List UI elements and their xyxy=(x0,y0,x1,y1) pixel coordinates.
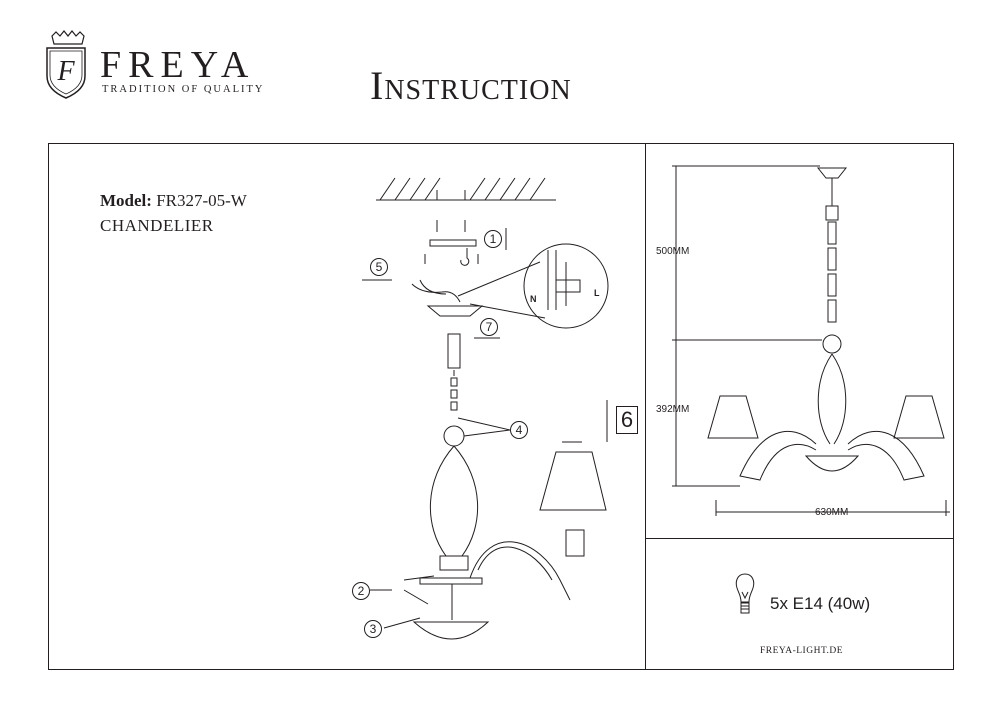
step-callout-2: 2 xyxy=(352,582,370,600)
bowl-icon xyxy=(804,455,860,472)
rod-icon xyxy=(447,333,461,369)
product-type: CHANDELIER xyxy=(100,216,214,235)
vertical-divider xyxy=(645,143,646,670)
dimension-height-bottom: 392MM xyxy=(656,404,690,415)
chandelier-body-icon xyxy=(430,445,478,557)
step-callout-5: 5 xyxy=(370,258,388,276)
brand-logo-letter: F xyxy=(56,56,75,87)
bulb-spec: 5x E14 (40w) xyxy=(770,594,871,613)
shade-icon xyxy=(539,451,607,511)
dimension-width: 630MM xyxy=(815,507,849,518)
horizontal-divider xyxy=(645,538,954,539)
step-callout-7: 7 xyxy=(480,318,498,336)
chain-icon xyxy=(827,221,837,323)
website-url: FREYA-LIGHT.DE xyxy=(760,646,844,656)
left-shade-icon xyxy=(707,395,759,439)
wiring-neutral-label: N xyxy=(530,294,537,304)
canopy-icon xyxy=(426,305,484,317)
model-code: FR327-05-W xyxy=(156,191,247,210)
light-bulb-icon xyxy=(735,573,755,614)
wiring-detail-icon xyxy=(523,243,609,329)
chandelier-body-icon xyxy=(817,353,847,445)
right-shade-icon xyxy=(893,395,945,439)
document-title: Instruction xyxy=(370,63,572,108)
dimension-height-top: 500MM xyxy=(656,246,690,257)
right-arm-icon xyxy=(847,430,925,481)
model-label: Model: xyxy=(100,191,152,210)
brand-name: FREYA xyxy=(100,44,256,86)
model-line: Model: FR327-05-W xyxy=(100,191,247,211)
chain-icon xyxy=(450,370,458,411)
arm-icon xyxy=(469,541,571,601)
brand-crest-icon: F xyxy=(46,30,86,99)
bowl-icon xyxy=(412,621,490,640)
brand-tagline: TRADITION OF QUALITY xyxy=(102,84,265,95)
left-arm-icon xyxy=(739,430,817,481)
step-callout-6: 6 xyxy=(616,406,638,434)
step-callout-4: 4 xyxy=(510,421,528,439)
wiring-live-label: L xyxy=(594,288,600,298)
canopy-icon xyxy=(816,167,848,179)
mounting-bracket-icon xyxy=(424,220,507,266)
step-callout-1: 1 xyxy=(484,230,502,248)
step-callout-3: 3 xyxy=(364,620,382,638)
content-frame xyxy=(48,143,954,670)
ceiling-hatch-icon xyxy=(376,177,556,201)
wires-icon xyxy=(411,283,461,303)
